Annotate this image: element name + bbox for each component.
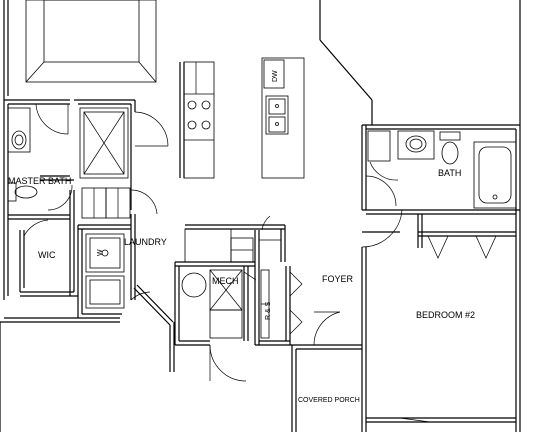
label-covered-porch: COVERED PORCH xyxy=(298,397,360,404)
bedroom-2 xyxy=(399,235,497,423)
label-foyer: FOYER xyxy=(322,274,354,284)
kitchen xyxy=(183,57,305,179)
hall-bath xyxy=(365,130,517,209)
label-bedroom-2: BEDROOM #2 xyxy=(416,310,475,320)
foyer xyxy=(313,209,403,346)
tray-ceiling xyxy=(25,0,157,83)
label-mech: MECH xyxy=(212,276,239,286)
label-dw: DW xyxy=(272,70,279,82)
label-master-bath: MASTER BATH xyxy=(8,176,71,186)
label-washer: W xyxy=(97,249,104,256)
master-bath xyxy=(7,103,169,219)
laundry xyxy=(85,233,151,309)
utility-core xyxy=(181,215,303,382)
label-wic: WIC xyxy=(38,250,56,260)
label-rs: R & S xyxy=(265,301,272,320)
label-laundry: LAUNDRY xyxy=(124,237,167,247)
walls xyxy=(0,0,521,432)
room-labels: MASTER BATH WIC LAUNDRY MECH R & S FOYER… xyxy=(8,70,475,404)
label-bath: BATH xyxy=(438,168,461,178)
wic xyxy=(23,219,49,237)
